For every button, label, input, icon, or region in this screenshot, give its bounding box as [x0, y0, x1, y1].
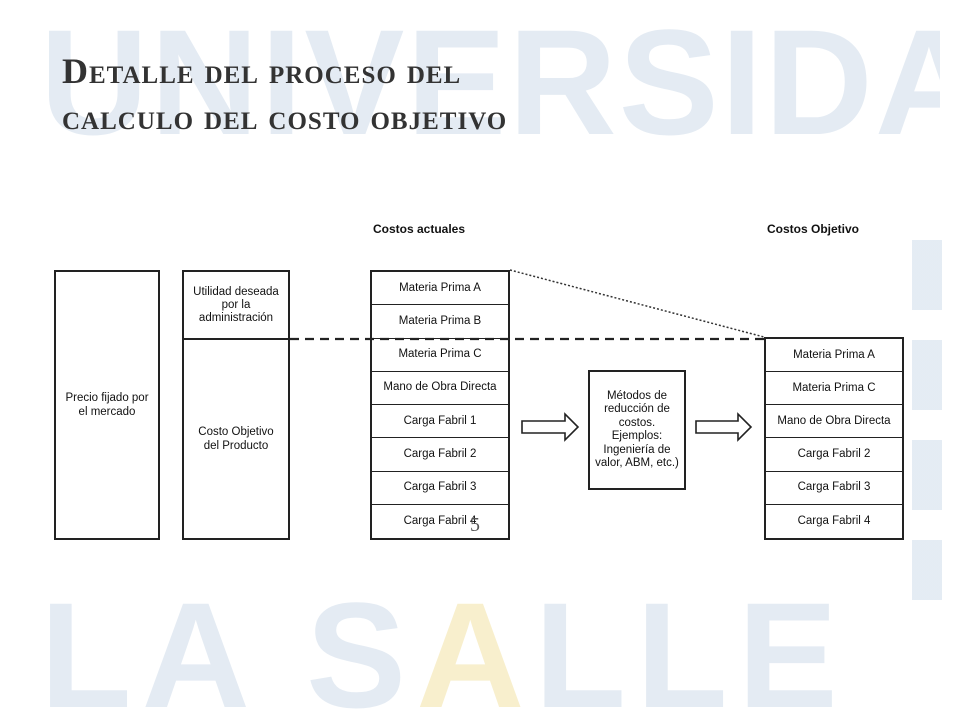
methods-label: Métodos de reducción de costos. Ejemplos… — [595, 389, 679, 470]
target-costs-item: Mano de Obra Directa — [766, 405, 902, 439]
market-price-label: Precio fijado por el mercado — [65, 392, 149, 418]
target-costs-item: Carga Fabril 4 — [797, 514, 871, 527]
price-breakdown-box: Utilidad deseada por la administración C… — [182, 270, 290, 540]
watermark-bottom: LA SALLE — [40, 600, 848, 710]
current-costs-item: Carga Fabril 4 — [403, 514, 477, 527]
current-costs-item: Materia Prima A — [372, 272, 508, 306]
desired-profit-label: Utilidad deseada por la administración — [184, 272, 288, 340]
market-price-box: Precio fijado por el mercado — [54, 270, 160, 540]
watermark-side — [912, 240, 942, 600]
target-costs-item: Carga Fabril 2 — [766, 439, 902, 472]
page-number: 5 — [470, 514, 480, 536]
methods-box: Métodos de reducción de costos. Ejemplos… — [588, 370, 686, 490]
arrow-right-icon — [695, 412, 753, 442]
dotted-reduction-line — [509, 269, 765, 338]
arrow-right-icon — [521, 412, 580, 442]
current-costs-item: Carga Fabril 2 — [372, 438, 508, 472]
target-costs-item: Materia Prima A — [766, 339, 902, 373]
slide-title-line2: calculo del costo objetivo — [62, 97, 508, 137]
current-costs-item: Carga Fabril 3 — [372, 472, 508, 505]
watermark-top: UNIVERSIDAD DE — [40, 0, 940, 165]
target-cost-label: Costo Objetivo del Producto — [198, 426, 274, 452]
current-costs-item: Mano de Obra Directa — [372, 372, 508, 405]
slide-title: Detalle del proceso del calculo del cost… — [62, 48, 507, 140]
target-costs-item: Carga Fabril 3 — [766, 472, 902, 505]
header-current-costs: Costos actuales — [373, 222, 466, 236]
current-costs-item: Materia Prima C — [372, 339, 508, 372]
header-target-costs: Costos Objetivo — [767, 222, 860, 236]
target-costs-item: Materia Prima C — [766, 372, 902, 406]
current-costs-item: Carga Fabril 1 — [372, 405, 508, 439]
slide-title-line1: Detalle del proceso del — [62, 51, 462, 91]
